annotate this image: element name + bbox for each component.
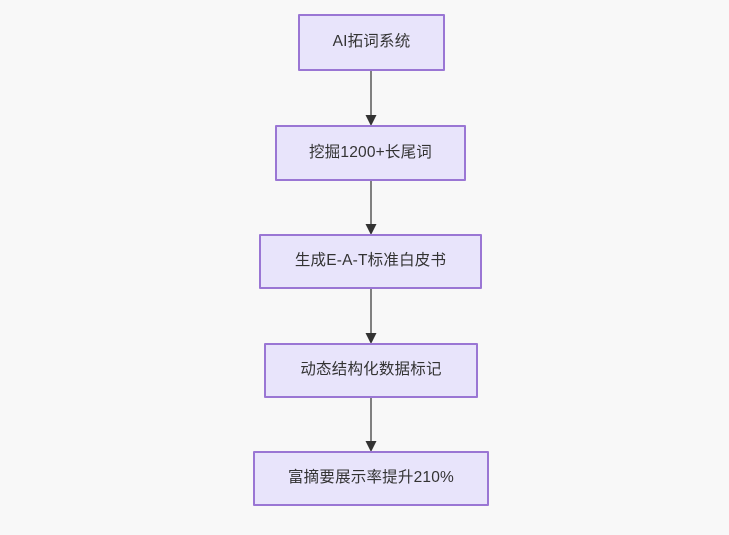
arrowhead-icon: [365, 224, 377, 235]
arrowhead-icon: [365, 115, 377, 126]
edge-node3-to-node4: [365, 289, 377, 344]
flowchart-node-label: 富摘要展示率提升210%: [287, 469, 455, 487]
edge-node4-to-node5: [365, 398, 377, 452]
edge-node1-to-node2: [365, 71, 377, 126]
flowchart-node-2[interactable]: 挖掘1200+长尾词: [275, 125, 466, 181]
flowchart-node-label: AI拓词系统: [332, 33, 411, 51]
flowchart-node-label: 挖掘1200+长尾词: [308, 143, 433, 161]
flowchart-node-1[interactable]: AI拓词系统: [298, 14, 445, 71]
edge-node2-to-node3: [365, 181, 377, 235]
arrowhead-icon: [365, 441, 377, 452]
flowchart-node-5[interactable]: 富摘要展示率提升210%: [253, 451, 489, 506]
flowchart-node-4[interactable]: 动态结构化数据标记: [264, 343, 478, 398]
flowchart-node-3[interactable]: 生成E-A-T标准白皮书: [259, 234, 482, 289]
flowchart-node-label: 动态结构化数据标记: [300, 361, 442, 379]
arrowhead-icon: [365, 333, 377, 344]
flowchart-node-label: 生成E-A-T标准白皮书: [294, 252, 447, 270]
